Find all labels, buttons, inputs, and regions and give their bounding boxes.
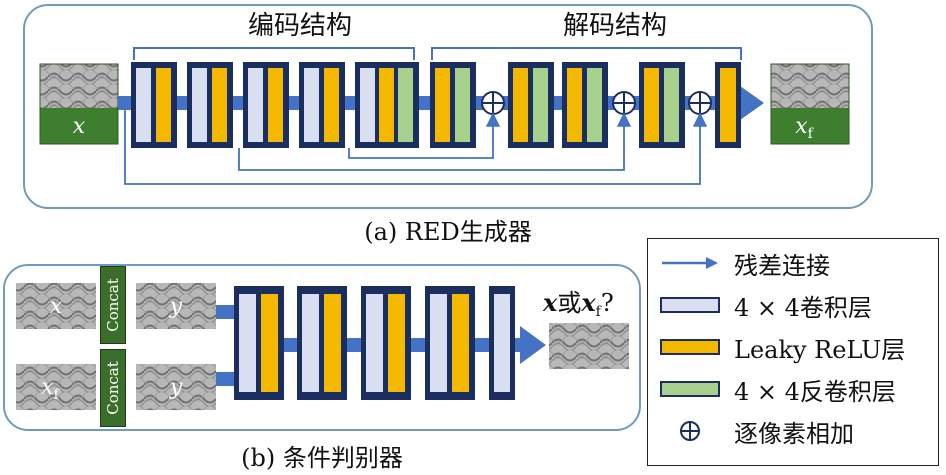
encoder-block-2 <box>187 62 233 148</box>
svg-text:y: y <box>169 375 183 400</box>
legend-label-residual: 残差连接 <box>734 251 830 280</box>
generator-caption: (a) RED生成器 <box>364 218 532 246</box>
discriminator-input-xf: xf <box>16 364 96 410</box>
svg-text:y: y <box>169 294 183 319</box>
encoder-block-5 <box>355 62 419 148</box>
legend-label-deconv: 4 × 4反卷积层 <box>734 377 896 406</box>
leaky-relu-swatch <box>660 339 720 355</box>
concat-label-2: Concat <box>104 361 123 415</box>
discriminator-input-x: x <box>16 283 96 329</box>
plus-circle-icon <box>680 421 700 441</box>
discriminator-block-4 <box>425 286 475 400</box>
generator-output-arrow <box>740 86 764 120</box>
encoder-bracket <box>133 47 415 60</box>
deconv-swatch <box>660 381 720 397</box>
residual-connection-1 <box>348 112 501 159</box>
concat-block-2: Concat <box>100 349 126 427</box>
arrow-icon <box>662 257 718 269</box>
input-x-label: x <box>73 114 86 139</box>
decoder-block-2 <box>508 62 554 148</box>
generator-output-image: xf <box>770 63 850 145</box>
discriminator-input-arrow-2 <box>216 372 236 386</box>
legend-label-conv: 4 × 4卷积层 <box>734 293 872 322</box>
decoder-block-4 <box>639 62 685 148</box>
legend-label-pixel-add: 逐像素相加 <box>734 419 854 448</box>
encoder-block-3 <box>243 62 289 148</box>
decoder-block-3 <box>562 62 608 148</box>
legend-item-residual: 残差连接 <box>648 245 938 281</box>
legend-label-leaky-relu: Leaky ReLU层 <box>734 335 906 364</box>
plus-circle-icon <box>688 91 712 115</box>
discriminator-block-5 <box>489 286 515 400</box>
legend-item-leaky-relu: Leaky ReLU层 <box>648 329 938 365</box>
output-xf-label: xf <box>795 114 814 142</box>
discriminator-caption: (b) 条件判别器 <box>241 444 403 472</box>
concat-block-1: Concat <box>100 266 126 344</box>
discriminator-input-y-2: y <box>136 364 216 410</box>
decoder-bracket <box>431 47 742 60</box>
encoder-block-4 <box>299 62 345 148</box>
residual-connection-3 <box>124 110 708 185</box>
decoder-block-5 <box>715 62 741 148</box>
legend-item-pixel-add: 逐像素相加 <box>648 413 938 449</box>
discriminator-block-3 <box>361 286 411 400</box>
discriminator-block-2 <box>297 286 347 400</box>
concat-label-1: Concat <box>104 278 123 332</box>
legend-item-conv: 4 × 4卷积层 <box>648 287 938 323</box>
decoder-title: 解码结构 <box>563 11 667 41</box>
encoder-block-1 <box>131 62 177 148</box>
legend: 残差连接 4 × 4卷积层 Leaky ReLU层 4 × 4反卷积层 逐像素相… <box>647 238 939 466</box>
discriminator-output-image <box>549 323 629 369</box>
svg-text:xf: xf <box>41 375 60 403</box>
residual-connection-2 <box>238 112 632 171</box>
discriminator-input-y-1: y <box>136 283 216 329</box>
discriminator-question: x或xf? <box>542 288 614 320</box>
encoder-title: 编码结构 <box>248 11 352 41</box>
legend-item-deconv: 4 × 4反卷积层 <box>648 371 938 407</box>
svg-text:x: x <box>50 294 63 319</box>
decoder-block-1 <box>430 62 476 148</box>
plus-circle-icon <box>612 91 636 115</box>
discriminator-input-arrow-1 <box>216 305 236 319</box>
conv-swatch <box>660 297 720 313</box>
residual-connections <box>124 110 708 185</box>
discriminator-block-1 <box>234 286 284 400</box>
discriminator-output-arrow <box>520 326 546 364</box>
plus-circle-icon <box>481 91 505 115</box>
generator-input-image: x <box>39 63 119 145</box>
